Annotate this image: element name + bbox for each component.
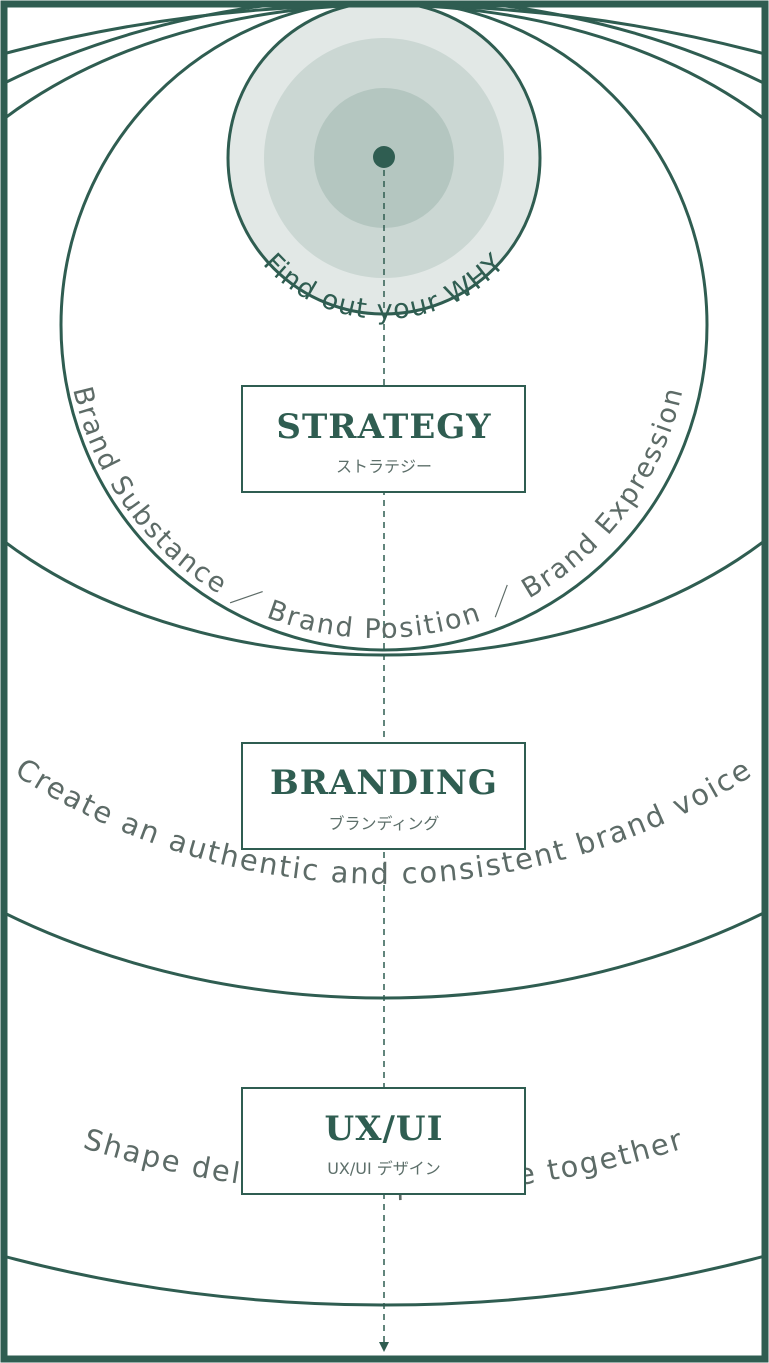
- stage-title-strategy: STRATEGY: [276, 407, 491, 447]
- stage-box-uxui: UX/UI UX/UI デザイン: [241, 1087, 526, 1195]
- stage-box-strategy: STRATEGY ストラテジー: [241, 385, 526, 493]
- why-center-dot: [373, 146, 395, 168]
- ring-strategy: [59, 4, 709, 652]
- stage-box-branding-frame: [241, 742, 526, 850]
- stage-subtitle-strategy: ストラテジー: [336, 457, 432, 476]
- stage-subtitle-branding: ブランディング: [329, 814, 440, 833]
- stage-title-branding: BRANDING: [270, 763, 498, 803]
- stage-title-uxui: UX/UI: [324, 1109, 443, 1149]
- stage-box-uxui-frame: [241, 1087, 526, 1195]
- stage-subtitle-uxui: UX/UI デザイン: [327, 1159, 441, 1178]
- stage-box-strategy-frame: [241, 385, 526, 493]
- stage-box-branding: BRANDING ブランディング: [241, 742, 526, 850]
